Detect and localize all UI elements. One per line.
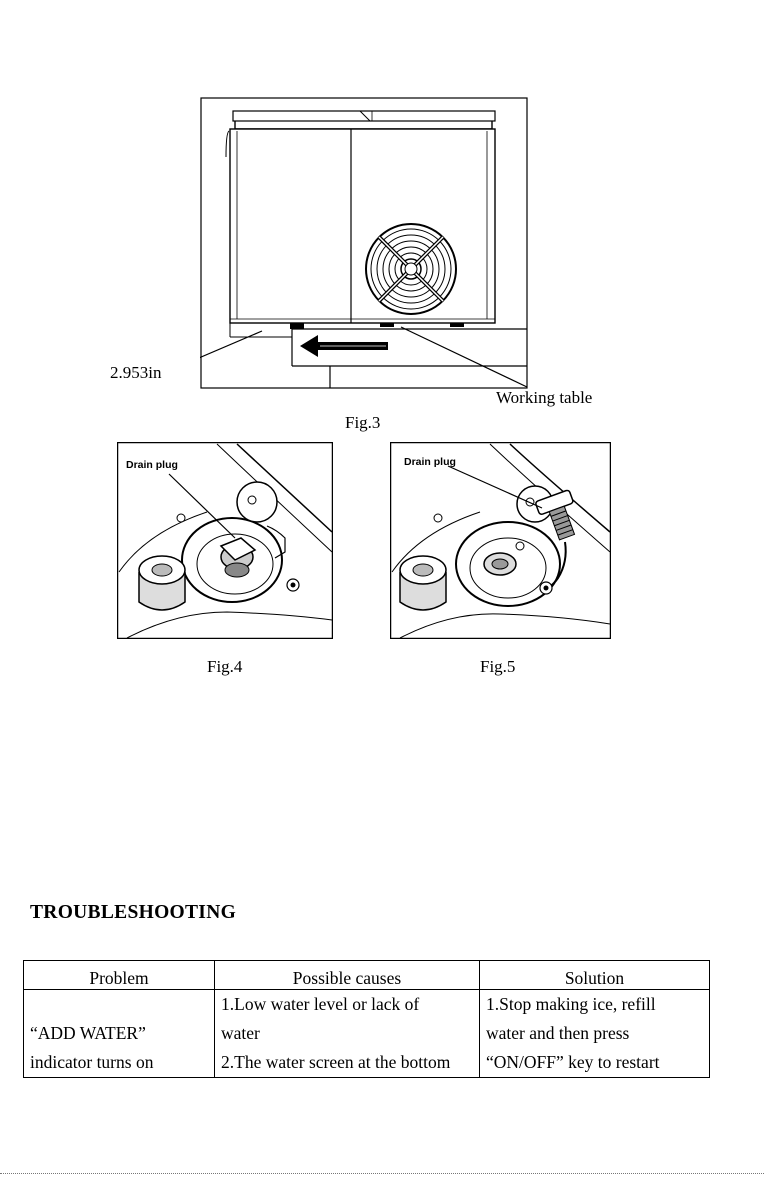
table-row: “ADD WATER” indicator turns on 1.Low wat… <box>24 990 710 1078</box>
cause-line: 2.The water screen at the bottom <box>221 1048 473 1077</box>
page-bottom-rule <box>0 1173 764 1174</box>
column-header-causes: Possible causes <box>215 961 480 990</box>
solution-line: “ON/OFF” key to restart <box>486 1048 703 1077</box>
drain-plug-removed-figure: Drain plug <box>390 442 611 639</box>
figure-caption-5: Fig.5 <box>480 657 515 677</box>
problem-line: “ADD WATER” <box>30 1019 208 1048</box>
solution-cell: 1.Stop making ice, refill water and then… <box>480 990 710 1078</box>
problem-cell: “ADD WATER” indicator turns on <box>24 990 215 1078</box>
figure-caption-3: Fig.3 <box>345 413 380 433</box>
drain-plug-installed-figure: Drain plug <box>117 442 333 639</box>
drain-plug-label: Drain plug <box>126 459 178 471</box>
column-header-problem: Problem <box>24 961 215 990</box>
solution-line: water and then press <box>486 1019 703 1048</box>
figure-caption-4: Fig.4 <box>207 657 242 677</box>
troubleshooting-table: Problem Possible causes Solution “ADD WA… <box>23 960 710 1078</box>
drain-plug-label: Drain plug <box>404 456 456 468</box>
problem-line <box>30 990 208 1019</box>
solution-line: 1.Stop making ice, refill <box>486 990 703 1019</box>
problem-line: indicator turns on <box>30 1048 208 1077</box>
cause-line: water <box>221 1019 473 1048</box>
section-heading: TROUBLESHOOTING <box>30 902 236 924</box>
column-header-solution: Solution <box>480 961 710 990</box>
dimension-label: 2.953in <box>110 363 161 383</box>
ice-maker-side-view-figure <box>200 97 528 389</box>
cause-line: 1.Low water level or lack of <box>221 990 473 1019</box>
causes-cell: 1.Low water level or lack of water 2.The… <box>215 990 480 1078</box>
working-table-label: Working table <box>496 388 592 408</box>
table-header-row: Problem Possible causes Solution <box>24 961 710 990</box>
